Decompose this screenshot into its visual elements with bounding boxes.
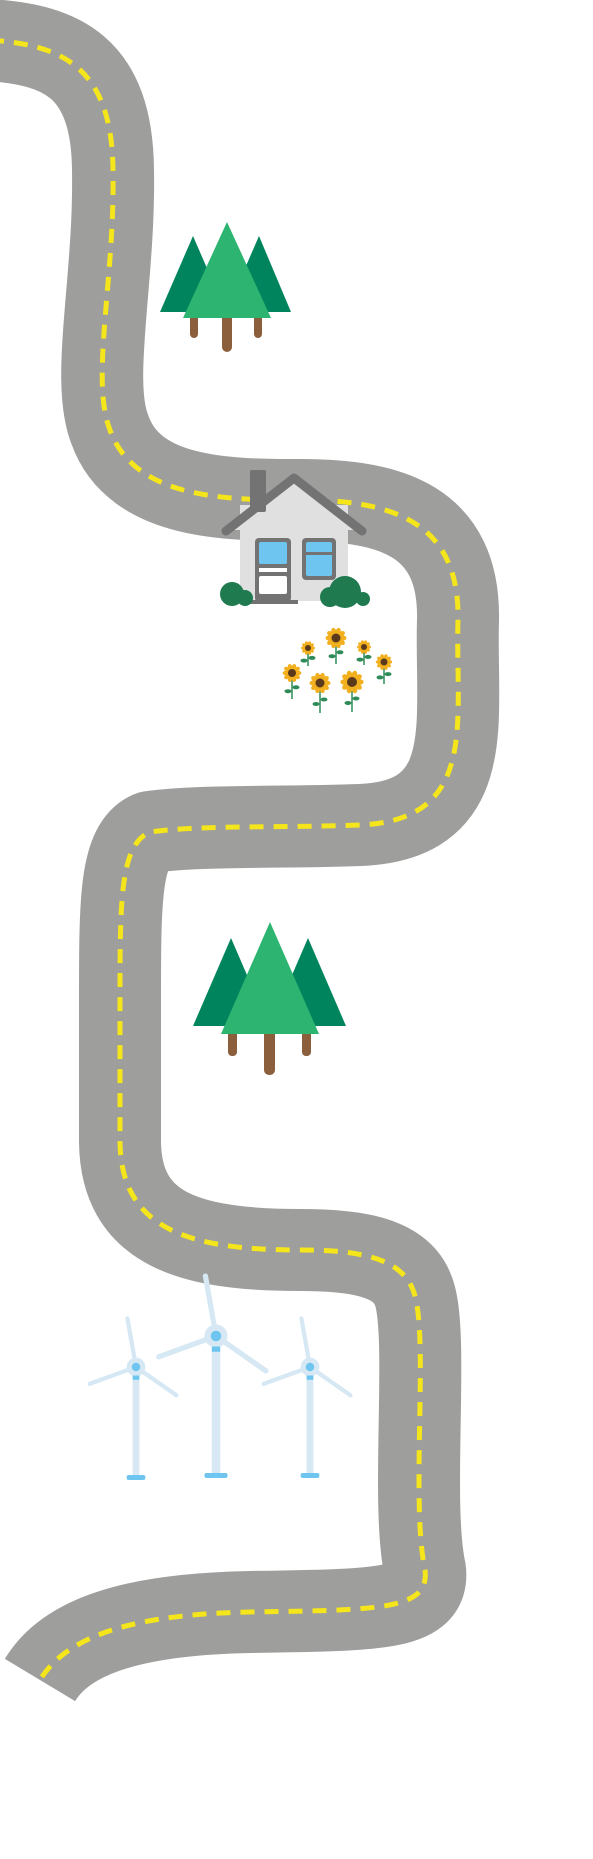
sunflower — [309, 672, 331, 713]
wind-turbine — [156, 1273, 269, 1478]
sunflower — [282, 664, 302, 699]
pine-trees-icon — [160, 222, 291, 352]
sunflower — [375, 654, 393, 684]
sunflower — [300, 641, 316, 666]
pine-trees-icon — [193, 922, 346, 1075]
sunflower — [325, 627, 347, 664]
road — [0, 0, 500, 1704]
sunflowers-icon — [282, 627, 393, 713]
house-icon — [220, 470, 370, 608]
sunflower — [340, 670, 364, 712]
wind-turbine — [87, 1316, 179, 1480]
road-center-line — [0, 38, 461, 1682]
wind-turbines-icon — [87, 1273, 353, 1480]
sunflower — [356, 640, 372, 665]
wind-turbine — [261, 1316, 353, 1478]
